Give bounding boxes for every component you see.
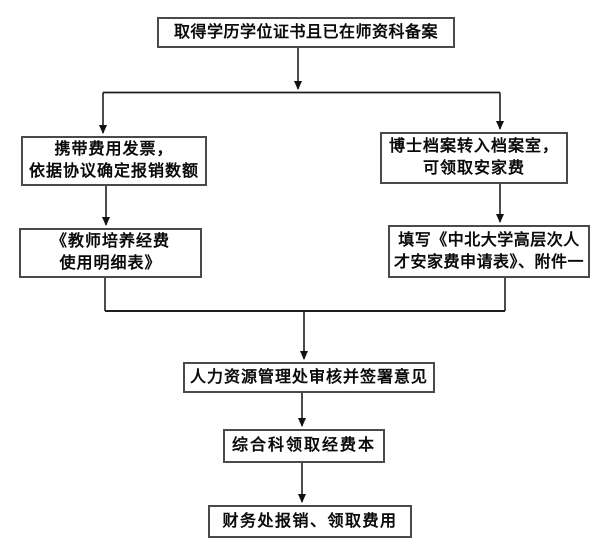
- node-label: 财务处报销、领取费用: [222, 512, 398, 530]
- node-label-line2: 使用明细表》: [59, 255, 162, 272]
- node-label: 取得学历学位证书且已在师资科备案: [173, 23, 438, 41]
- node-archive-settling-fee: 博士档案转入档案室， 可领取安家费: [380, 132, 568, 184]
- node-label-line2: 才安家费申请表》、附件一: [393, 253, 584, 271]
- node-certificate-recorded: 取得学历学位证书且已在师资科备案: [157, 17, 455, 48]
- node-label-line2: 可领取安家费: [422, 160, 525, 177]
- node-label-line1: 《教师培养经费: [50, 233, 170, 250]
- node-training-fund-table: 《教师培养经费 使用明细表》: [19, 228, 202, 278]
- node-hr-review: 人力资源管理处审核并签署意见: [183, 362, 435, 393]
- node-label: 综合科领取经费本: [231, 437, 376, 454]
- node-label-line1: 博士档案转入档案室，: [388, 138, 559, 155]
- node-invoice-reimbursement: 携带费用发票， 依据协议确定报销数额: [21, 136, 207, 186]
- node-label-line1: 填写《中北大学高层次人: [398, 231, 580, 249]
- node-label: 人力资源管理处审核并签署意见: [189, 368, 428, 386]
- node-label-line1: 携带费用发票，: [54, 141, 174, 158]
- node-settling-fee-application: 填写《中北大学高层次人 才安家费申请表》、附件一: [388, 225, 590, 278]
- node-general-office-fund-book: 综合科领取经费本: [223, 429, 385, 463]
- node-label-line2: 依据协议确定报销数额: [28, 163, 199, 180]
- node-finance-reimburse: 财务处报销、领取费用: [208, 505, 412, 538]
